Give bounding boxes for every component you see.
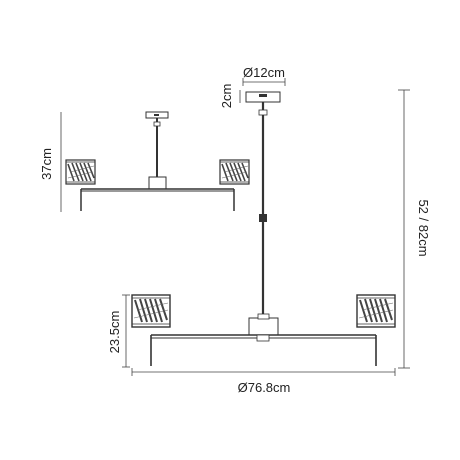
extended-canopy-screw	[259, 94, 267, 97]
extended-hub-cap	[257, 313, 270, 320]
compact-height-label: 37cm	[39, 148, 54, 180]
canopy-height-label: 2cm	[219, 84, 234, 109]
adjustable-height-label: 52 / 82cm	[416, 199, 431, 256]
compact-canopy-screw	[154, 114, 159, 116]
compact-view	[60, 111, 250, 212]
extended-hub	[248, 317, 279, 336]
compact-rod-collar	[153, 121, 161, 127]
extended-shade-right	[356, 294, 396, 328]
arm-height-label: 23.5cm	[107, 311, 122, 354]
extended-rod-joint	[259, 214, 267, 222]
compact-shade-right	[219, 159, 250, 185]
compact-shade-left	[65, 159, 96, 185]
canopy-diameter-label: Ø12cm	[243, 65, 285, 80]
extended-rod-collar-top	[258, 109, 268, 116]
extended-shade-left	[131, 294, 171, 328]
compact-hub	[148, 176, 167, 190]
overall-diameter-label: Ø76.8cm	[238, 380, 291, 395]
extended-hub-bottom	[256, 334, 270, 342]
extended-view	[122, 78, 410, 376]
